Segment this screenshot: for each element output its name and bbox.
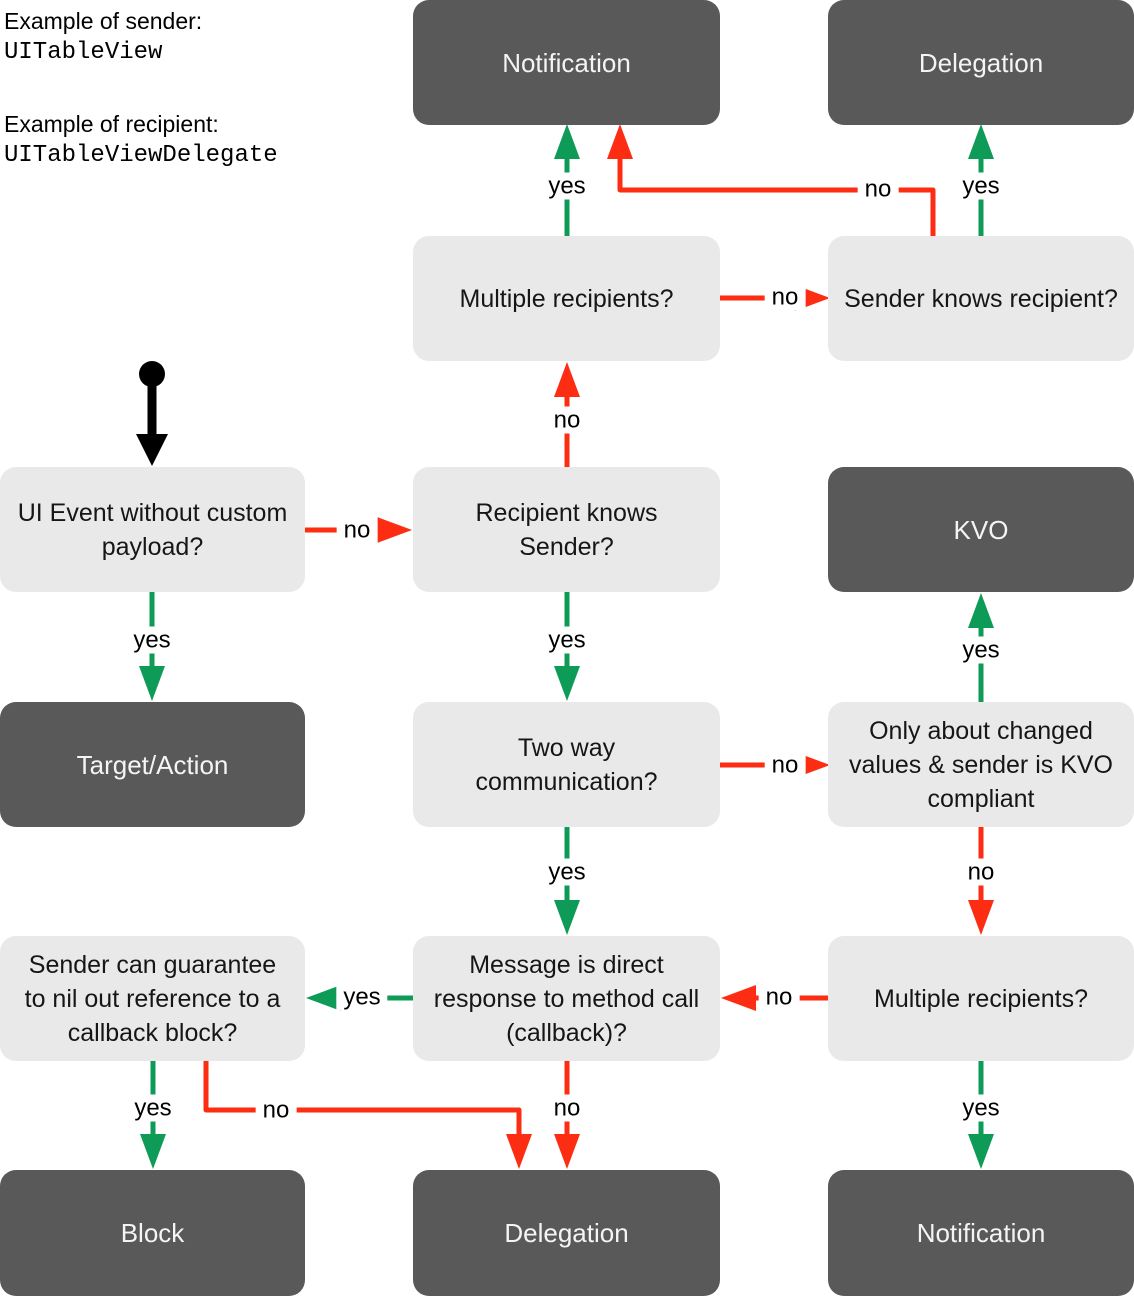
node-multiple-recipients-top: Multiple recipients? [413,236,720,361]
node-multiple-recipients-bottom: Multiple recipients? [828,936,1134,1061]
edge-label-sender-knows-recipient-to-delegation: yes [955,172,1007,200]
node-delegation-top: Delegation [828,0,1134,125]
node-sender-knows-recipient: Sender knows recipient? [828,236,1134,361]
arrow-nil-out-to-delegation-bottom [203,1061,532,1169]
node-direct-response: Message is direct response to method cal… [413,936,720,1061]
node-kvo: KVO [828,467,1134,592]
edge-label-multiple-recipients-bottom-to-direct-response: no [758,983,800,1011]
edge-label-only-changed-to-kvo: yes [955,636,1007,664]
edge-label-two-way-to-direct-response: yes [541,858,593,886]
edge-label-nil-out-to-delegation-bottom: no [255,1096,297,1124]
node-target-action: Target/Action [0,702,305,827]
node-notification-top: Notification [413,0,720,125]
node-delegation-bottom: Delegation [413,1170,720,1296]
edge-label-ui-event-to-recipient-knows-sender: no [336,516,378,544]
examples-note: Example of sender: UITableView Example o… [4,6,278,171]
recipient-example-caption: Example of recipient: [4,111,219,137]
edge-label-direct-response-to-delegation-bottom: no [546,1094,588,1122]
edge-label-sender-knows-recipient-to-notification: no [857,175,899,203]
edge-label-recipient-knows-sender-to-multiple-recipients-top: no [546,406,588,434]
edge-label-recipient-knows-sender-to-two-way: yes [541,626,593,654]
edge-label-direct-response-to-nil-out: yes [336,983,388,1011]
edge-label-nil-out-to-block: yes [127,1094,179,1122]
node-ui-event: UI Event without custom payload? [0,467,305,592]
node-notification-bottom: Notification [828,1170,1134,1296]
node-nil-out-callback: Sender can guarantee to nil out referenc… [0,936,305,1061]
node-only-changed-values: Only about changed values & sender is KV… [828,702,1134,827]
recipient-example-class: UITableViewDelegate [4,142,278,169]
node-recipient-knows-sender: Recipient knows Sender? [413,467,720,592]
edge-label-only-changed-to-multiple-recipients-bottom: no [960,858,1002,886]
node-block: Block [0,1170,305,1296]
start-marker-arrow [136,361,168,466]
sender-example-class: UITableView [4,39,163,66]
edge-label-multiple-recipients-top-to-notification: yes [541,172,593,200]
sender-example-caption: Example of sender: [4,8,203,34]
arrow-sender-knows-recipient-to-notification [607,124,936,236]
edge-label-two-way-to-only-changed: no [764,751,806,779]
edge-label-multiple-recipients-top-to-sender-knows-recipient: no [764,283,806,311]
node-two-way-communication: Two way communication? [413,702,720,827]
edge-label-ui-event-to-target-action: yes [126,626,178,654]
edge-label-multiple-recipients-bottom-to-notification-bottom: yes [955,1094,1007,1122]
